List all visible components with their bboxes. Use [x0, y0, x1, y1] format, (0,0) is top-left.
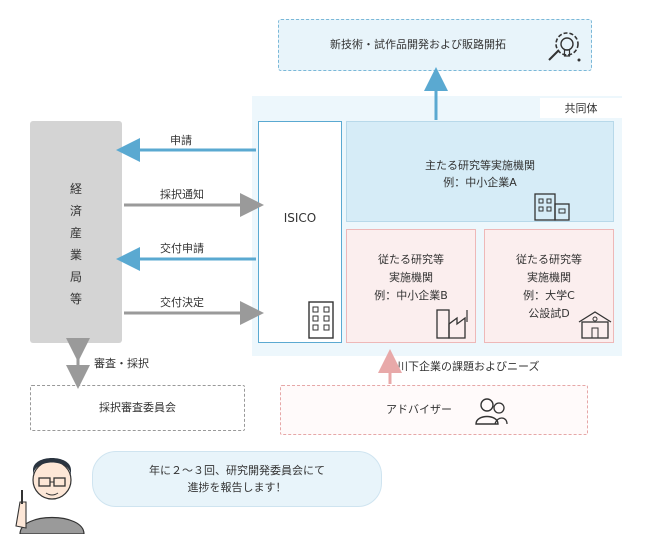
main-org-box: 主たる研究等実施機関 例：中小企業A — [346, 121, 614, 222]
sub-org-c-box: 従たる研究等 実施機関 例：大学C 公設試D — [484, 229, 614, 343]
people-icon — [475, 398, 508, 425]
sub-org-b-line1: 従たる研究等 — [378, 253, 444, 266]
isico-box: ISICO — [258, 121, 342, 343]
arrow-label-downstream-needs: 川下企業の課題およびニーズ — [397, 360, 540, 373]
speech-line2: 進捗を報告します！ — [187, 481, 287, 494]
goal-text: 新技術・試作品開発および販路開拓 — [330, 38, 506, 51]
review-committee-box: 採択審査委員会 — [30, 385, 245, 431]
building-icon — [308, 301, 334, 339]
sub-org-b-line2: 実施機関 — [389, 271, 433, 284]
sub-org-b-box: 従たる研究等 実施機関 例：中小企業B — [346, 229, 476, 343]
arrow-label-grant-decision: 交付決定 — [160, 296, 204, 309]
ministry-char: 経 — [69, 182, 82, 196]
sub-org-c-line1: 従たる研究等 — [516, 253, 582, 266]
ministry-char: 済 — [69, 204, 82, 218]
ministry-label: 経 済 産 業 局 等 — [30, 178, 122, 310]
goal-box: 新技術・試作品開発および販路開拓 — [278, 19, 592, 71]
review-committee-label: 採択審査委員会 — [99, 401, 176, 414]
lightbulb-gear-icon — [548, 32, 581, 62]
office-building-icon — [534, 193, 570, 221]
ministry-char: 業 — [69, 248, 82, 262]
sub-org-c-line2: 実施機関 — [527, 271, 571, 284]
arrow-label-adoption-notice: 採択通知 — [160, 188, 204, 201]
person-illustration-icon — [15, 458, 85, 534]
speech-bubble: 年に２～３回、研究開発委員会にて 進捗を報告します！ — [92, 451, 382, 507]
ministry-box — [30, 121, 122, 343]
arrow-label-grant-apply: 交付申請 — [160, 242, 204, 255]
advisor-label: アドバイザー — [386, 403, 452, 416]
school-icon — [578, 311, 612, 339]
main-org-line2: 例：中小企業A — [443, 176, 517, 189]
arrow-label-review-adopt: 審査・採択 — [94, 357, 149, 370]
sub-org-c-line4: 公設試D — [528, 307, 570, 320]
speech-line1: 年に２～３回、研究開発委員会にて — [149, 464, 325, 477]
arrow-label-apply: 申請 — [170, 134, 192, 147]
advisor-box: アドバイザー — [280, 385, 588, 435]
sub-org-c-line3: 例：大学C — [523, 289, 575, 302]
ministry-char: 等 — [69, 292, 82, 306]
isico-label: ISICO — [283, 211, 317, 225]
consortium-label: 共同体 — [540, 98, 622, 118]
main-org-line1: 主たる研究等実施機関 — [425, 159, 535, 172]
ministry-char: 産 — [69, 226, 82, 240]
ministry-char: 局 — [69, 270, 82, 284]
sub-org-b-line3: 例：中小企業B — [374, 289, 448, 302]
factory-icon — [436, 309, 468, 339]
